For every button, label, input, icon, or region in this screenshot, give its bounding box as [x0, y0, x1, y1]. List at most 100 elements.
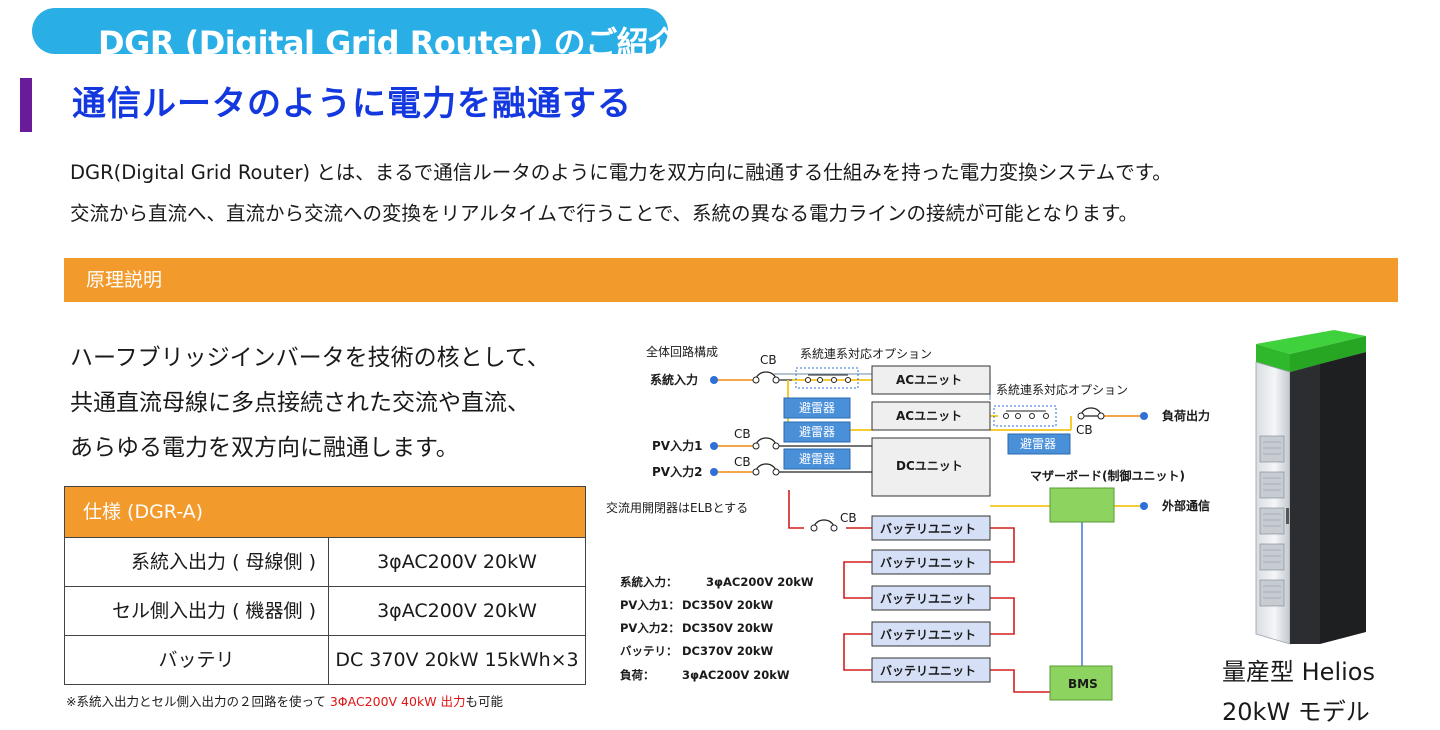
relay-contacts: [805, 377, 851, 383]
spec-item-label: バッテリ：: [620, 644, 678, 658]
spec-item-label: 負荷：: [620, 668, 655, 682]
elb-note: 交流用開閉器はELBとする: [606, 500, 748, 515]
table-row: バッテリ DC 370V 20kW 15kWh×3: [65, 635, 585, 684]
option-label-1: 系統連系対応オプション: [800, 347, 932, 361]
pv1-input-label: PV入力1: [652, 438, 702, 453]
footnote-prefix: ※系統入出力とセル側入出力の２回路を使って: [66, 694, 330, 709]
arrester-label: 避雷器: [799, 452, 835, 466]
relay-contacts: [1003, 413, 1049, 419]
spec-table: 仕様 (DGR-A) 系統入出力 ( 母線側 ) 3φAC200V 20kW セ…: [64, 486, 586, 685]
cb-label: CB: [734, 455, 751, 469]
spec-item-value: 3φAC200V 20kW: [706, 575, 814, 589]
diagram-spec-list: 系統入力： 3φAC200V 20kW PV入力1： DC350V 20kW P…: [620, 575, 814, 682]
option-relay-box: [795, 367, 859, 389]
bms-label: BMS: [1068, 677, 1098, 691]
arrester-label: 避雷器: [799, 425, 835, 439]
spec-item-value: DC370V 20kW: [682, 644, 774, 658]
external-comm-label: 外部通信: [1162, 498, 1210, 513]
ac-unit-label: ACユニット: [896, 409, 962, 423]
title-banner: DGR (Digital Grid Router) のご紹介: [32, 8, 680, 62]
battery-unit-box: [871, 515, 991, 541]
option-relay-box: [993, 405, 1057, 427]
terminal-dot: [710, 468, 718, 476]
caption-line-2: 20kW モデル: [1222, 698, 1370, 726]
caption-line-1: 量産型 Helios: [1222, 658, 1375, 686]
spec-value: 3φAC200V 20kW: [377, 600, 537, 622]
battery-unit-label: バッテリユニット: [880, 664, 976, 678]
dc-unit-label: DCユニット: [896, 459, 963, 473]
battery-unit-label: バッテリユニット: [880, 556, 976, 570]
principle-line-3: あらゆる電力を双方向に融通します。: [70, 435, 459, 461]
spec-key: セル側入出力 ( 機器側 ): [65, 587, 329, 635]
spec-item-label: 系統入力：: [620, 575, 678, 589]
cb-label: CB: [1076, 423, 1093, 437]
cb-label: CB: [840, 511, 857, 525]
accent-bar: [20, 78, 32, 132]
arrester-label: 避雷器: [1020, 437, 1056, 451]
ac-unit-label: ACユニット: [896, 373, 962, 387]
spec-value: 3φAC200V 20kW: [377, 551, 537, 573]
pv2-input-label: PV入力2: [652, 464, 702, 479]
footnote: ※系統入出力とセル側入出力の２回路を使って 3ΦAC200V 40kW 出力も可…: [66, 692, 503, 712]
spec-key: 系統入出力 ( 母線側 ): [65, 538, 329, 586]
spec-item-label: PV入力1：: [620, 598, 680, 612]
battery-stack: バッテリユニット バッテリユニット バッテリユニット バッテリユニット バッテリ…: [871, 515, 991, 683]
footnote-highlight: 3ΦAC200V 40kW 出力: [329, 694, 466, 709]
arrester-box: [783, 448, 851, 470]
mother-board-box: [1049, 487, 1115, 523]
arrester-label: 避雷器: [799, 401, 835, 415]
spec-item-value: DC350V 20kW: [682, 621, 774, 635]
table-row: セル側入出力 ( 機器側 ) 3φAC200V 20kW: [65, 586, 585, 635]
breaker-symbol: [752, 463, 780, 476]
spec-item-value: 3φAC200V 20kW: [682, 668, 790, 682]
section-header: 原理説明: [64, 258, 1398, 302]
battery-unit-box: [871, 585, 991, 611]
terminal-dot: [1140, 412, 1148, 420]
breaker-symbol: [810, 519, 838, 532]
battery-unit-box: [871, 549, 991, 575]
breaker-symbol: [752, 371, 780, 384]
spec-table-header: 仕様 (DGR-A): [65, 487, 585, 537]
intro-paragraph: DGR(Digital Grid Router) とは、まるで通信ルータのように…: [70, 152, 1172, 234]
principle-line-2: 共通直流母線に多点接続された交流や直流、: [70, 390, 530, 416]
intro-line-1: DGR(Digital Grid Router) とは、まるで通信ルータのように…: [70, 161, 1172, 184]
ac-unit-box: [871, 401, 991, 431]
battery-unit-label: バッテリユニット: [880, 522, 976, 536]
breaker-symbol: [752, 437, 780, 450]
arrester-box: [783, 421, 851, 443]
spec-item-label: PV入力2：: [620, 621, 680, 635]
grid-input-label: 系統入力: [650, 372, 698, 387]
breaker-symbol: [1077, 407, 1105, 420]
cb-label: CB: [734, 427, 751, 441]
battery-unit-label: バッテリユニット: [880, 628, 976, 642]
diagram-title: 全体回路構成: [646, 344, 718, 359]
battery-unit-label: バッテリユニット: [880, 592, 976, 606]
ac-unit-box: [871, 365, 991, 395]
intro-line-2: 交流から直流へ、直流から交流への変換をリアルタイムで行うことで、系統の異なる電力…: [70, 202, 1139, 225]
principle-line-1: ハーフブリッジインバータを技術の核として、: [70, 345, 550, 371]
bms-box: [1049, 665, 1113, 701]
battery-unit-box: [871, 657, 991, 683]
footnote-suffix: も可能: [465, 694, 504, 709]
spec-value: DC 370V 20kW 15kWh×3: [335, 649, 579, 671]
terminal-dot: [710, 376, 718, 384]
principle-text: ハーフブリッジインバータを技術の核として、 共通直流母線に多点接続された交流や直…: [70, 336, 550, 471]
terminal-dot: [710, 442, 718, 450]
banner-title: DGR (Digital Grid Router) のご紹介: [98, 24, 680, 62]
option-label-2: 系統連系対応オプション: [996, 383, 1128, 397]
cb-label: CB: [760, 353, 777, 367]
arrester-box: [783, 397, 851, 419]
product-caption: 量産型 Helios 20kW モデル: [1222, 652, 1375, 730]
load-output-label: 負荷出力: [1162, 408, 1210, 423]
dc-unit-box: [871, 437, 991, 497]
section-label: 原理説明: [86, 269, 163, 291]
page-subtitle: 通信ルータのように電力を融通する: [72, 84, 632, 124]
spec-key: バッテリ: [65, 636, 329, 684]
terminal-dot: [1140, 502, 1148, 510]
spec-item-value: DC350V 20kW: [682, 598, 774, 612]
helios-product-image: [1255, 330, 1366, 645]
mother-board-label: マザーボード(制御ユニット): [1030, 468, 1185, 483]
arrester-box: [1007, 433, 1071, 455]
battery-unit-box: [871, 621, 991, 647]
circuit-diagram: 全体回路構成 系統連系対応オプション 系統連系対応オプション 系統入力 PV入力…: [606, 344, 1210, 701]
